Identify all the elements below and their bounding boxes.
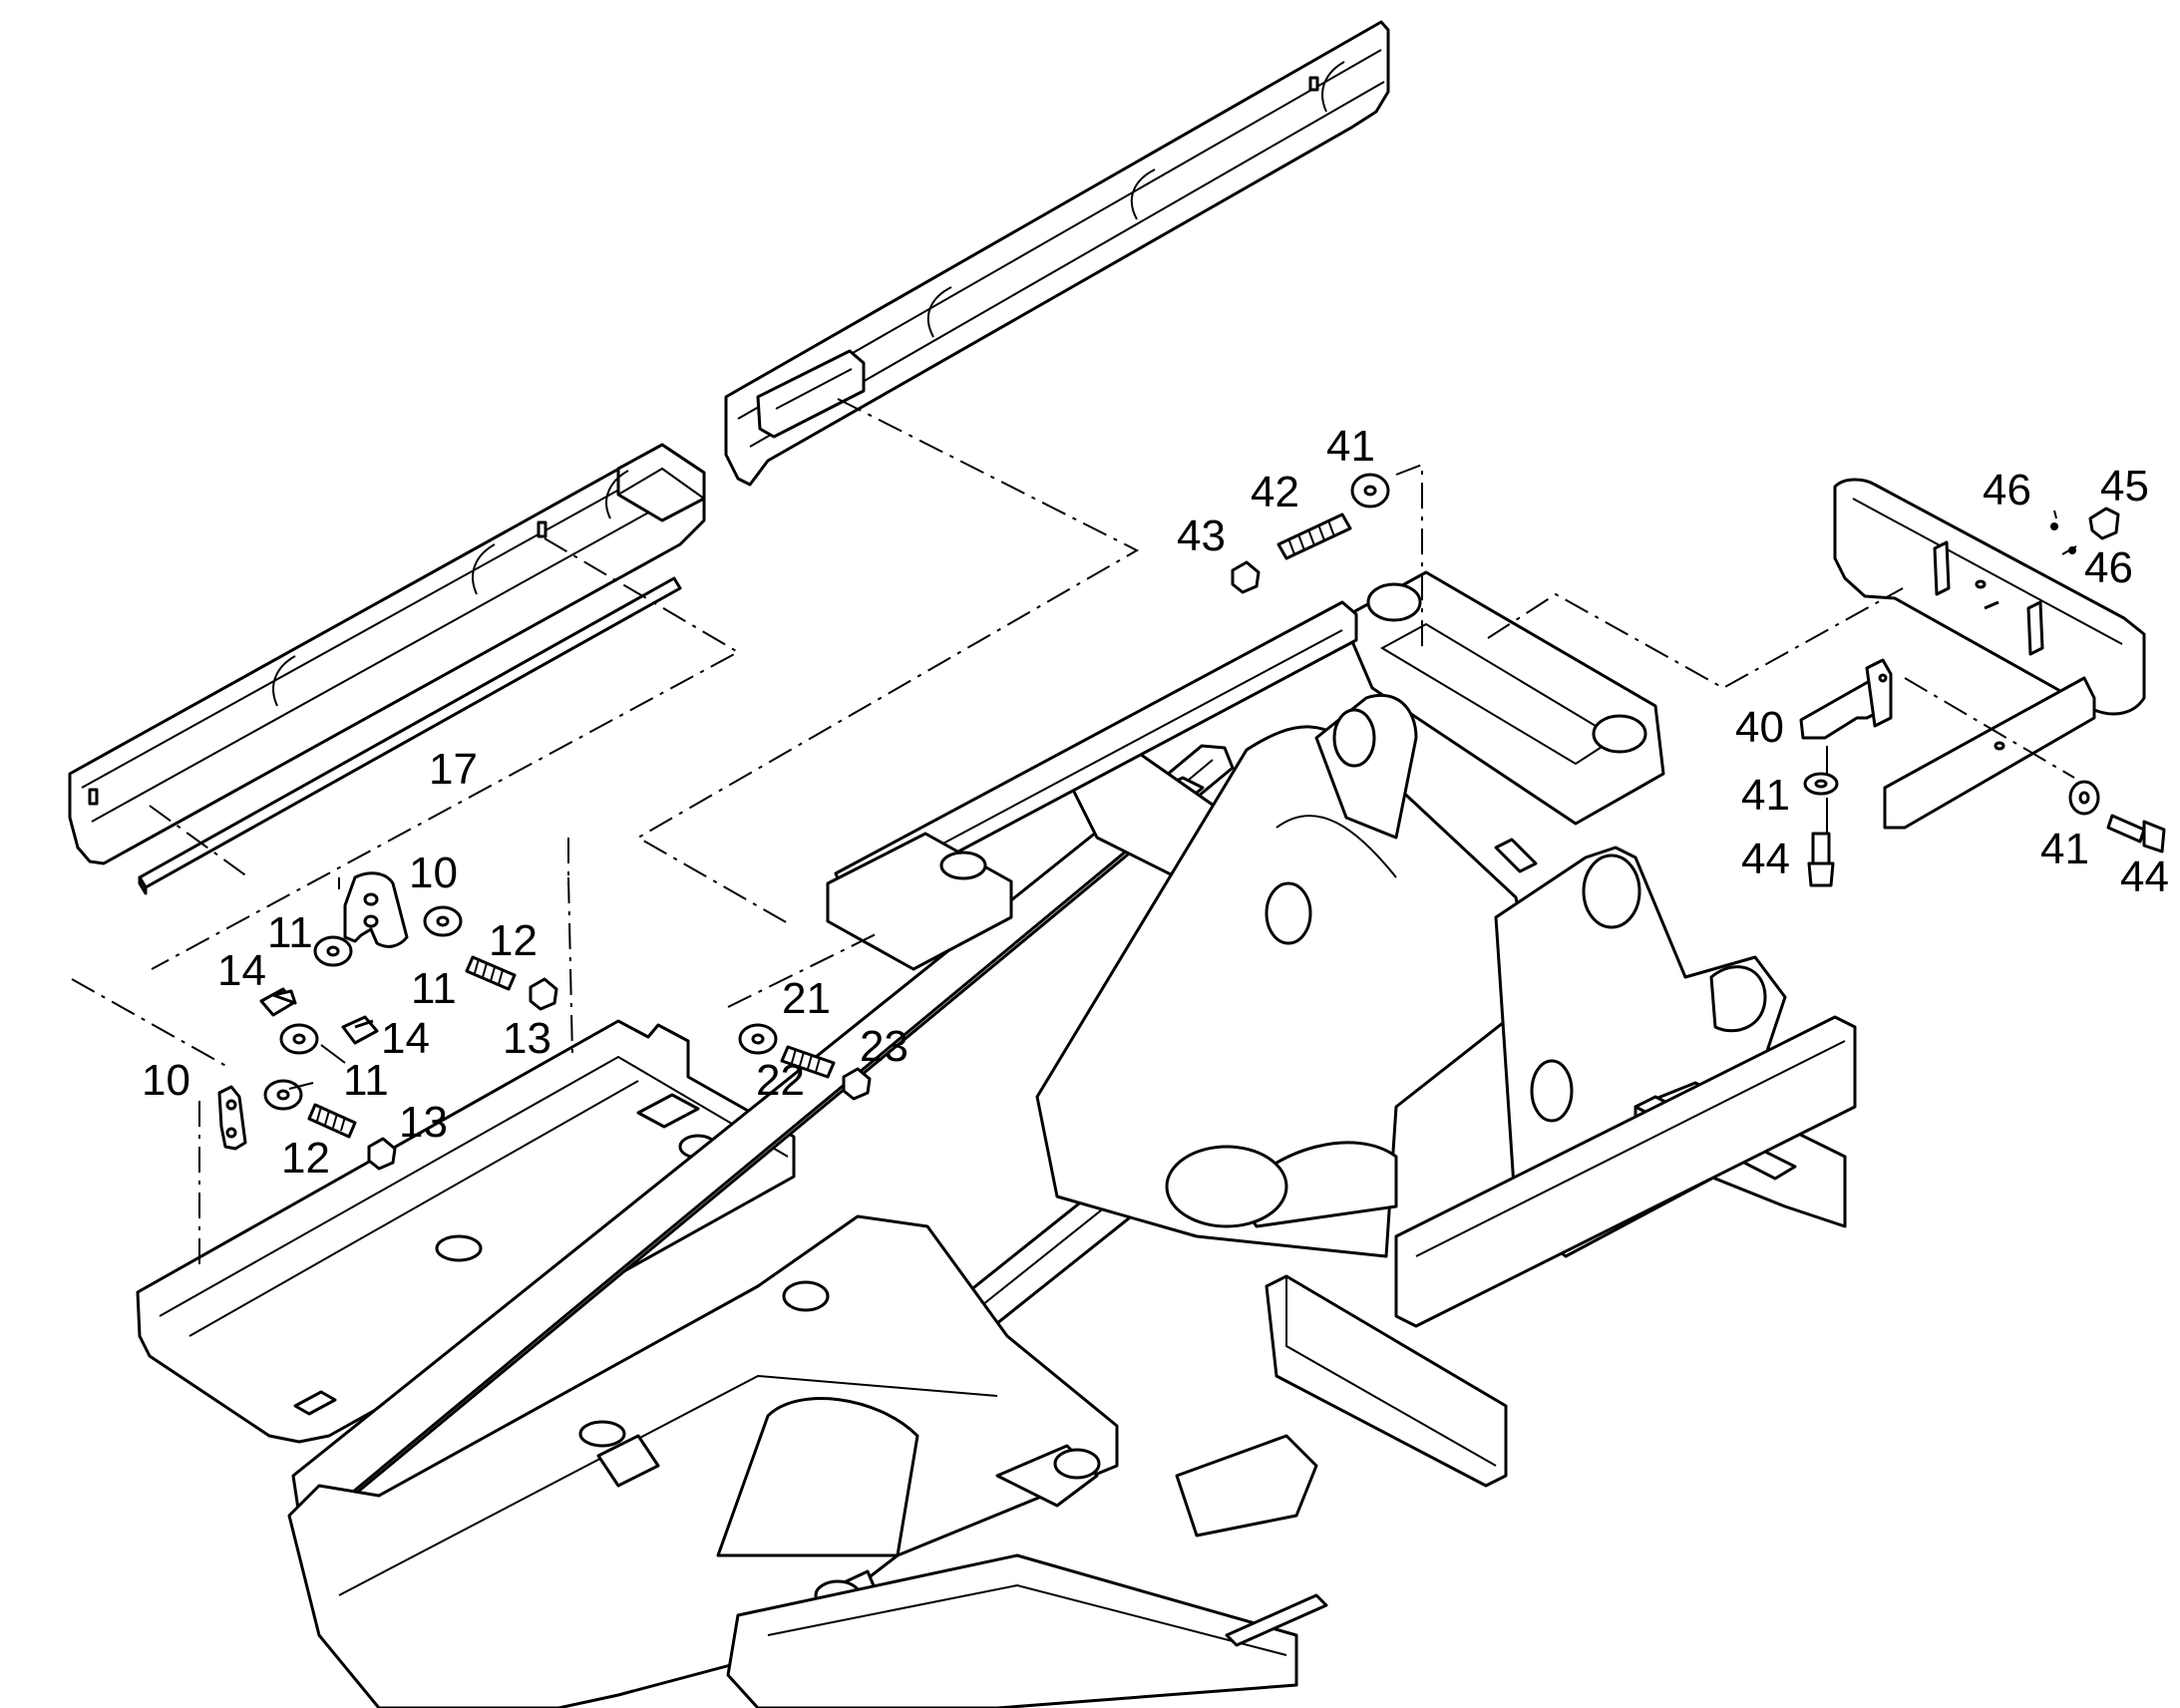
bolt-14 — [259, 987, 379, 1045]
label-14-lower: 14 — [381, 1014, 430, 1063]
short-side-cover — [68, 443, 706, 895]
bracket — [1799, 658, 1893, 740]
bracket-10-lower — [217, 1085, 247, 1151]
label-43: 43 — [1177, 512, 1226, 560]
rear-cover-panel — [1833, 478, 2146, 830]
nut-23 — [842, 1067, 872, 1101]
washer-11 — [263, 905, 463, 1111]
plug-45 — [2088, 507, 2120, 540]
label-44-right: 44 — [2120, 853, 2169, 901]
stud-22 — [780, 1045, 836, 1079]
label-12-upper: 12 — [489, 916, 538, 965]
label-46-bottom: 46 — [2084, 543, 2133, 592]
label-46-top: 46 — [1983, 466, 2031, 514]
label-11-lower: 11 — [343, 1056, 389, 1105]
bolt-44-right — [2106, 814, 2166, 854]
label-42: 42 — [1251, 468, 1299, 516]
stud-12 — [307, 955, 517, 1139]
label-10-lower: 10 — [142, 1056, 190, 1105]
label-22: 22 — [756, 1056, 805, 1105]
stud-42 — [1276, 512, 1352, 560]
label-41-top: 41 — [1326, 422, 1375, 471]
nut-13 — [367, 977, 558, 1171]
label-17: 17 — [429, 745, 478, 794]
label-10-upper: 10 — [409, 849, 458, 897]
nut-43 — [1231, 560, 1261, 594]
main-frame — [136, 570, 1857, 1708]
long-side-cover — [724, 20, 1390, 487]
label-45: 45 — [2100, 462, 2149, 511]
label-11-upper-left: 11 — [267, 908, 313, 957]
label-11-upper-right: 11 — [411, 964, 457, 1013]
label-44-middle: 44 — [1741, 835, 1790, 883]
label-21: 21 — [782, 974, 831, 1023]
leader-lines — [288, 510, 2077, 1090]
washer-41 — [1350, 473, 2100, 816]
label-41-middle: 41 — [1741, 771, 1790, 820]
bolt-44-vertical — [1807, 832, 1835, 887]
label-23: 23 — [860, 1022, 908, 1071]
label-40: 40 — [1735, 703, 1784, 752]
label-13-upper: 13 — [503, 1014, 551, 1063]
label-41-right: 41 — [2040, 825, 2089, 873]
assembly-lines — [71, 398, 2075, 1266]
label-13-lower: 13 — [399, 1098, 448, 1147]
label-12-lower: 12 — [281, 1134, 330, 1183]
part-labels: 17 10 11 14 11 12 13 14 10 11 12 13 21 2… — [142, 422, 2169, 1183]
washer-21 — [738, 1023, 778, 1055]
label-14-upper: 14 — [217, 946, 266, 995]
bracket-10-upper — [343, 871, 409, 948]
